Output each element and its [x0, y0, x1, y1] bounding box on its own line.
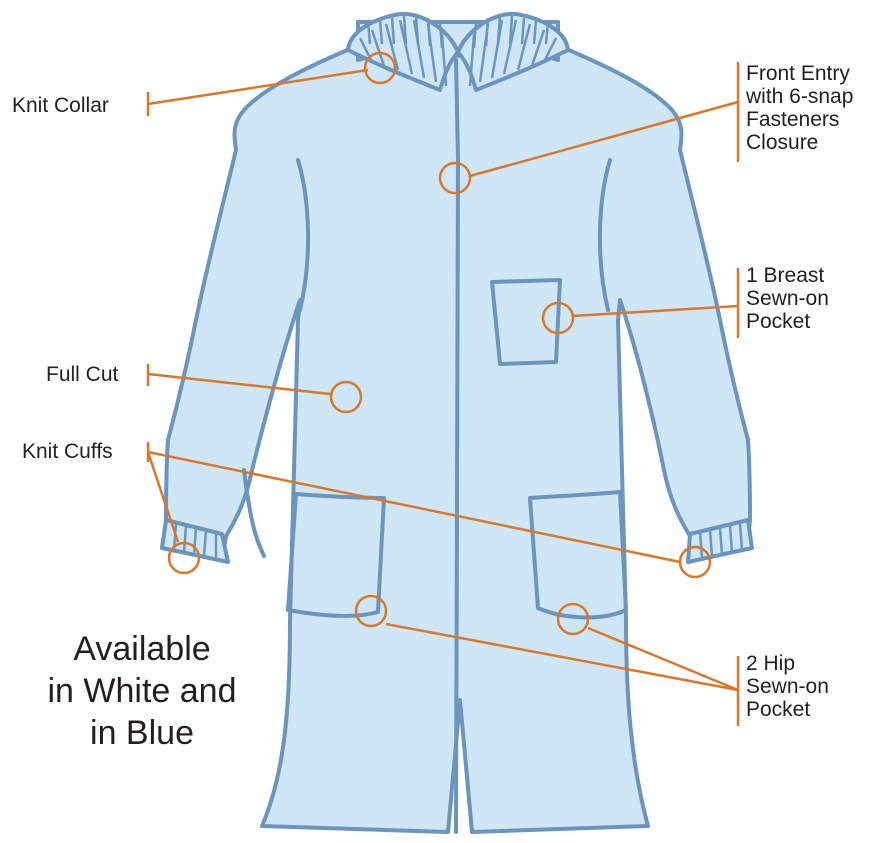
- breast-pocket-shape: [492, 280, 560, 364]
- label-breast-pocket-line2: Sewn-on: [746, 287, 829, 310]
- label-hip-pocket-line1: 2 Hip: [746, 652, 829, 675]
- label-hip-pocket: 2 Hip Sewn-on Pocket: [746, 652, 829, 721]
- label-hip-pocket-line3: Pocket: [746, 698, 829, 721]
- label-front-entry: Front Entry with 6-snap Fasteners Closur…: [746, 62, 853, 154]
- availability-line3: in Blue: [2, 712, 282, 754]
- label-front-entry-line4: Closure: [746, 131, 853, 154]
- label-breast-pocket: 1 Breast Sewn-on Pocket: [746, 264, 829, 333]
- center-front-seam: [456, 60, 458, 832]
- label-knit-cuffs: Knit Cuffs: [22, 440, 113, 463]
- left-sleeve-inner: [244, 470, 264, 556]
- label-breast-pocket-line1: 1 Breast: [746, 264, 829, 287]
- label-breast-pocket-line3: Pocket: [746, 310, 829, 333]
- label-hip-pocket-line2: Sewn-on: [746, 675, 829, 698]
- availability-line2: in White and: [2, 670, 282, 712]
- label-full-cut: Full Cut: [46, 363, 118, 386]
- label-knit-collar: Knit Collar: [12, 94, 109, 117]
- availability-line1: Available: [2, 628, 282, 670]
- availability-text: Available in White and in Blue: [2, 628, 282, 754]
- label-front-entry-line1: Front Entry: [746, 62, 853, 85]
- label-front-entry-line3: Fasteners: [746, 108, 853, 131]
- label-front-entry-line2: with 6-snap: [746, 85, 853, 108]
